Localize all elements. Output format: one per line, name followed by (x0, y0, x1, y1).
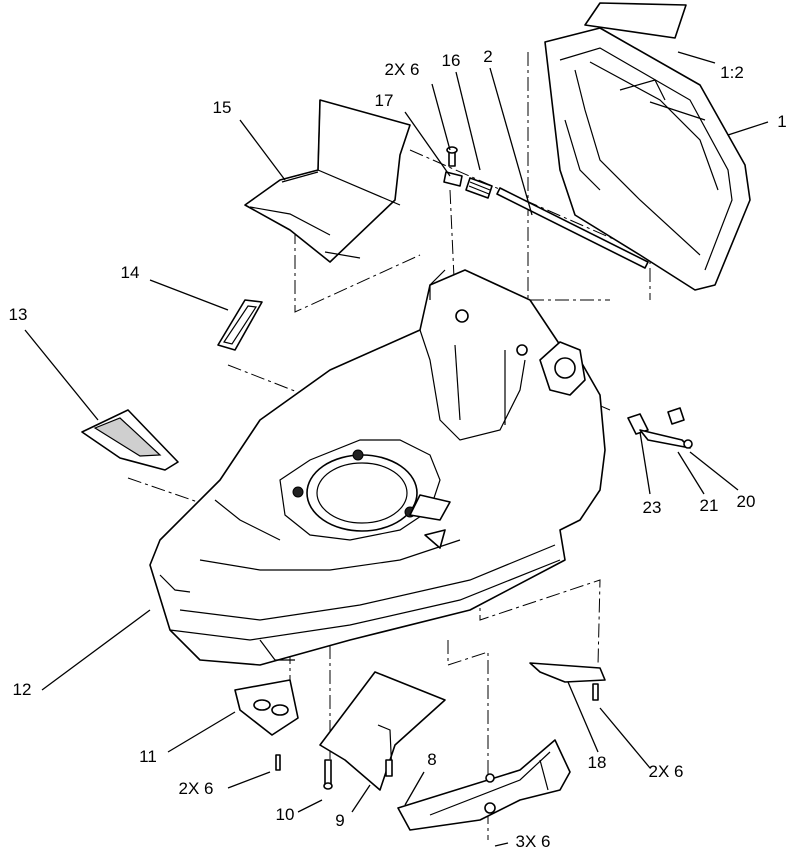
callout-20: 20 (737, 492, 756, 511)
leader-lines (24, 51, 769, 847)
callout-1-2: 1:2 (720, 63, 744, 82)
gasket-part-14 (217, 299, 263, 351)
callout-10: 10 (276, 805, 295, 824)
callout-8: 8 (427, 750, 436, 769)
callout-21: 21 (700, 496, 719, 515)
callout-23: 23 (643, 498, 662, 517)
callout-11: 11 (139, 747, 157, 766)
axle-bracket-parts-20-21-23 (627, 407, 693, 449)
callout-9: 9 (335, 811, 344, 830)
callout-15: 15 (213, 98, 232, 117)
chute-liner-part-15 (244, 99, 411, 263)
decal-part-13 (81, 409, 179, 471)
spring-part-16 (443, 146, 493, 199)
callout-13: 13 (9, 305, 28, 324)
baffle-part-9 (319, 671, 446, 791)
callout-17: 17 (375, 91, 394, 110)
bracket-part-11 (234, 679, 299, 771)
rod-part-2 (496, 187, 649, 269)
skid-plate-part-8 (397, 739, 571, 831)
callout-1: 1 (777, 112, 786, 131)
callout-2x6-right: 2X 6 (649, 762, 684, 781)
callout-labels: 1 1:2 2 2X 6 16 17 15 14 13 23 21 20 12 … (9, 47, 787, 851)
mower-deck-part-12 (149, 269, 606, 666)
screw-part-10 (323, 759, 333, 790)
callout-2x6-left: 2X 6 (179, 779, 214, 798)
callout-16: 16 (442, 51, 461, 70)
callout-3x6: 3X 6 (516, 832, 551, 851)
rear-door-part-1 (544, 2, 751, 291)
callout-12: 12 (13, 680, 32, 699)
bracket-part-18 (529, 662, 606, 701)
callout-14: 14 (121, 263, 140, 282)
callout-2x6-top: 2X 6 (385, 60, 420, 79)
callout-2: 2 (483, 47, 492, 66)
callout-18: 18 (588, 753, 607, 772)
